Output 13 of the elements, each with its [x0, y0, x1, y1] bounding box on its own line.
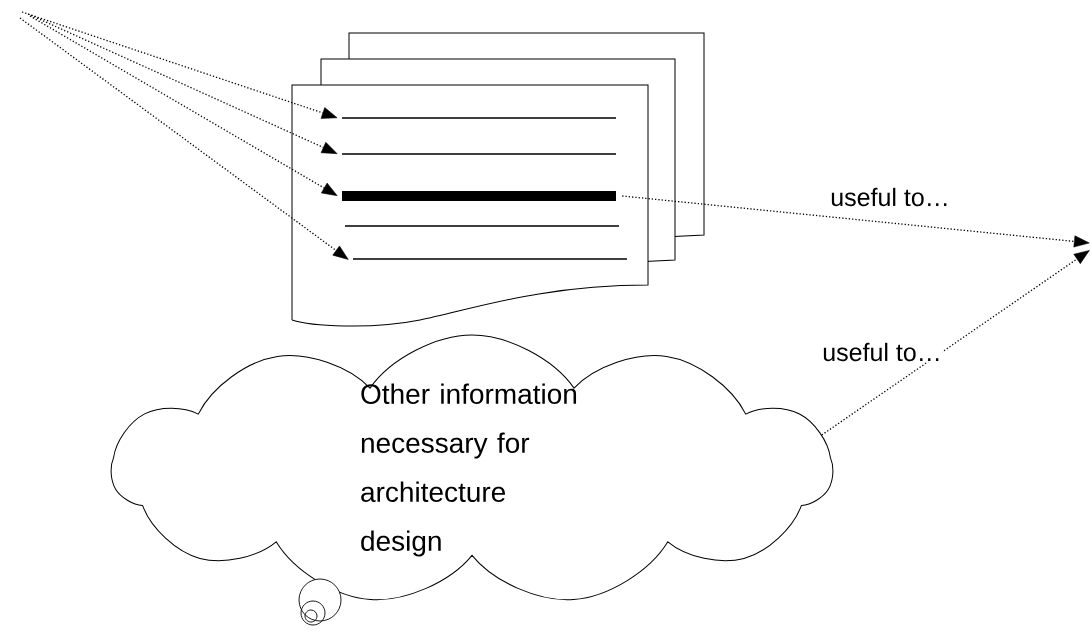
arrow — [821, 250, 1090, 436]
arrow — [19, 17, 349, 260]
document-stack-drawing — [291, 32, 705, 327]
arrow — [621, 195, 1090, 248]
edge-label: useful to… — [829, 186, 951, 208]
text-line — [342, 153, 616, 155]
edge-label: useful to… — [821, 341, 943, 363]
text-line — [342, 117, 616, 119]
text-line — [353, 258, 627, 260]
arrow — [21, 11, 338, 119]
text-line — [345, 225, 619, 227]
arrow — [29, 15, 338, 196]
arrow — [27, 13, 338, 154]
